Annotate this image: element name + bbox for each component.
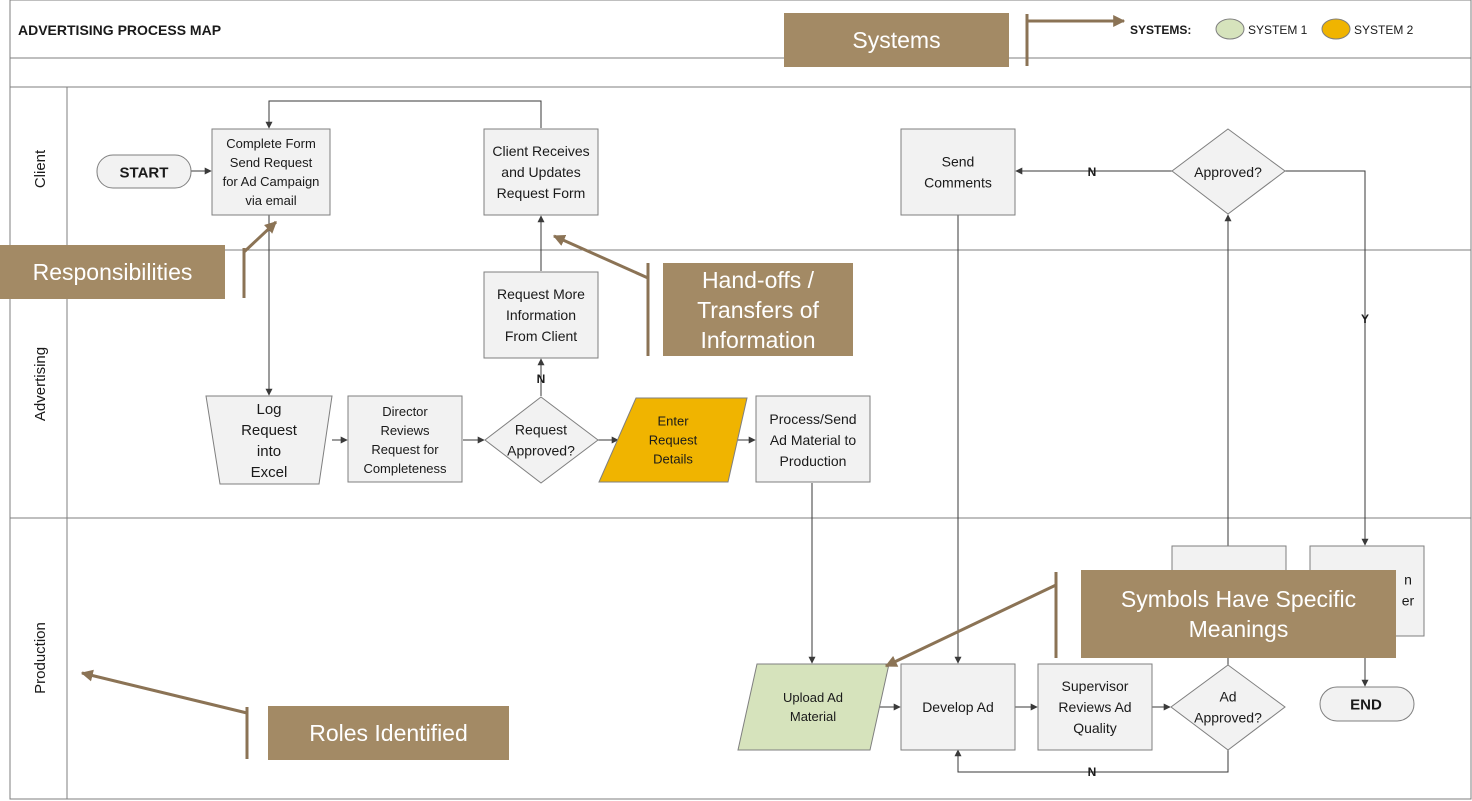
edge-approved-yes — [1285, 170, 1369, 546]
develop-ad-node — [900, 663, 1016, 751]
callout-systems: Systems — [784, 13, 1009, 67]
callout-responsibilities: Responsibilities — [0, 245, 225, 299]
pointer-symbols-arrow — [884, 583, 1057, 668]
lane-label-client: Client — [32, 149, 49, 188]
pointer-roles-arrow — [80, 669, 248, 715]
send-comments-node — [900, 128, 1016, 216]
edge-label-n-approved: N — [1088, 165, 1097, 179]
callout-pointers — [80, 14, 1126, 759]
pointer-responsibilities-arrow — [242, 220, 278, 254]
edge-adapproved-no-loop — [954, 749, 1229, 773]
approved-decision — [1171, 128, 1286, 215]
complete-form-node — [211, 128, 331, 216]
legend-system2-label: SYSTEM 2 — [1354, 23, 1414, 37]
request-approved-decision — [484, 396, 599, 484]
start-node-label: START — [120, 164, 169, 181]
edge-label-y-approved: Y — [1361, 312, 1369, 326]
lane-label-advertising: Advertising — [32, 347, 49, 421]
enter-details-node — [598, 397, 748, 483]
legend-label: SYSTEMS: — [1130, 23, 1191, 37]
director-reviews-node — [347, 395, 463, 483]
page-title: ADVERTISING PROCESS MAP — [18, 22, 221, 38]
develop-ad-label: Develop Ad — [922, 699, 994, 715]
legend-system1-swatch — [1215, 18, 1245, 40]
request-more-node — [483, 271, 599, 359]
end-node — [1319, 686, 1415, 722]
pointer-handoffs-arrow — [552, 234, 649, 280]
supervisor-reviews-node — [1037, 663, 1153, 751]
end-node-label: END — [1350, 696, 1382, 713]
edge-label-n-request: N — [537, 372, 546, 386]
log-request-node — [205, 395, 333, 485]
legend-system2-swatch — [1321, 18, 1351, 40]
edge-label-n-adapproved: N — [1088, 765, 1097, 779]
legend-system1-label: SYSTEM 1 — [1248, 23, 1308, 37]
ad-approved-decision — [1170, 664, 1286, 751]
process-send-node — [755, 395, 871, 483]
start-node — [96, 154, 192, 189]
callout-symbols: Symbols Have Specific Meanings — [1081, 570, 1396, 658]
callout-roles: Roles Identified — [268, 706, 509, 760]
lane-label-production: Production — [32, 622, 49, 694]
edge-client-to-form — [265, 100, 542, 129]
upload-ad-node — [737, 663, 890, 751]
approved-label: Approved? — [1194, 164, 1262, 180]
client-receives-node — [483, 128, 599, 216]
callout-handoffs: Hand-offs / Transfers of Information — [663, 263, 853, 356]
